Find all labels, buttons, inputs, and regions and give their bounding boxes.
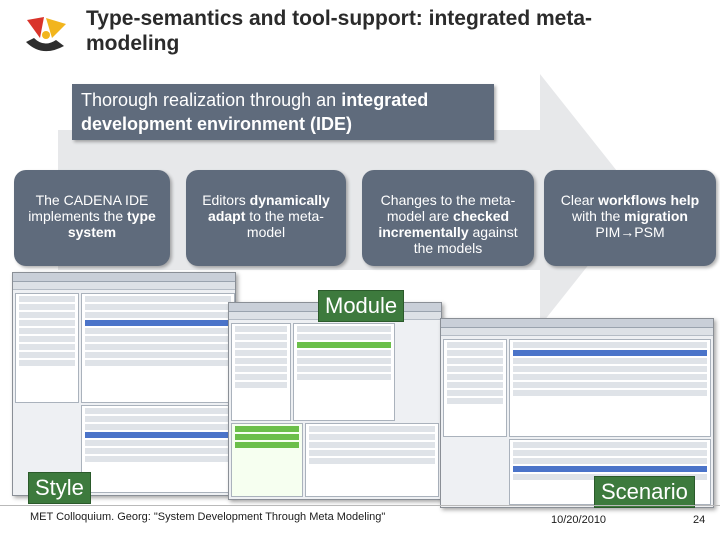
feature-text-run: PIM→PSM — [595, 224, 665, 240]
scenario-editor-screenshot — [440, 318, 714, 508]
feature-text-run: dynamically adapt — [208, 192, 330, 224]
feature-text-run: The CADENA IDE implements the — [28, 192, 149, 224]
feature-text-run: Changes to the meta-model are — [380, 192, 516, 224]
banner-line1-bold: integrated — [341, 90, 429, 110]
feature-text: Clear workflows help with the migration … — [552, 192, 708, 240]
feature-text-run: to the meta-model — [245, 208, 324, 240]
banner-line1-plain: Thorough realization through an — [81, 90, 342, 110]
ide-banner: Thorough realization through an integrat… — [72, 84, 494, 140]
banner-line2-bold: development environment (IDE) — [81, 114, 353, 134]
logo-icon — [22, 14, 72, 60]
feature-text-run: migration — [624, 208, 688, 224]
feature-text-run: type system — [67, 208, 156, 240]
feature-box-type-system: The CADENA IDE implements the type syste… — [14, 170, 170, 266]
feature-text-run: with the — [572, 208, 625, 224]
feature-box-workflows: Clear workflows help with the migration … — [544, 170, 716, 266]
slide-title: Type-semantics and tool-support: integra… — [86, 7, 592, 55]
feature-text-run: against the models — [413, 224, 518, 256]
module-label: Module — [318, 290, 405, 322]
feature-text-run: workflows help — [598, 192, 700, 208]
footer-text: MET Colloquium. Georg: "System Developme… — [30, 511, 386, 523]
page-number: 24 — [693, 514, 706, 526]
feature-text-run: checked incrementally — [378, 208, 510, 240]
module-editor-screenshot — [228, 302, 442, 500]
feature-text: Changes to the meta-model are checked in… — [370, 192, 526, 256]
feature-text: Editors dynamically adapt to the meta-mo… — [194, 192, 338, 240]
feature-text: The CADENA IDE implements the type syste… — [22, 192, 162, 240]
style-editor-screenshot — [12, 272, 236, 496]
footer-date: 10/20/2010 — [551, 514, 607, 526]
feature-text-run: Clear — [560, 192, 599, 208]
feature-box-checking: Changes to the meta-model are checked in… — [362, 170, 534, 266]
banner-text: Thorough realization through an integrat… — [72, 84, 494, 140]
feature-box-editors: Editors dynamically adapt to the meta-mo… — [186, 170, 346, 266]
scenario-label: Scenario — [594, 476, 695, 508]
footer-divider — [0, 505, 720, 506]
feature-text-run: Editors — [202, 192, 250, 208]
style-label: Style — [28, 472, 91, 504]
